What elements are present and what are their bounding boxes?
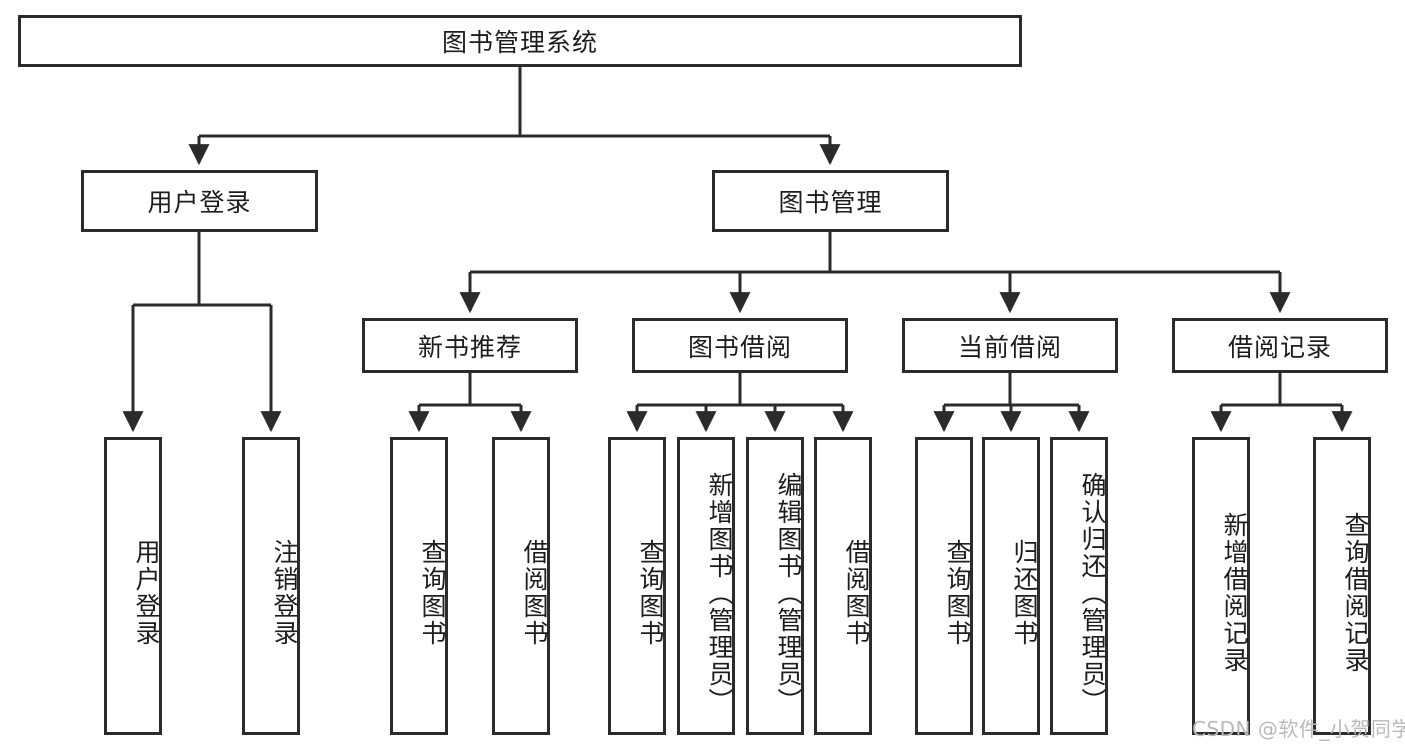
- node-label: 借阅记录: [1227, 332, 1332, 362]
- node-label: 当前借阅: [957, 332, 1062, 362]
- node-label: 注销登录: [270, 539, 299, 647]
- leaf-current-borrow-confirm-return-admin[interactable]: 确认归还（管理员）: [1050, 437, 1108, 735]
- node-label: 借阅图书: [842, 539, 871, 647]
- leaf-book-borrow-add-book-admin[interactable]: 新增图书（管理员）: [677, 437, 735, 735]
- node-borrow-record[interactable]: 借阅记录: [1172, 318, 1388, 373]
- node-label: 查询图书: [943, 539, 972, 647]
- node-label: 新增借阅记录: [1220, 512, 1249, 674]
- node-book-management[interactable]: 图书管理: [712, 170, 949, 232]
- leaf-current-borrow-return-book[interactable]: 归还图书: [982, 437, 1040, 735]
- leaf-book-borrow-borrow-book[interactable]: 借阅图书: [814, 437, 872, 735]
- leaf-book-borrow-query-book[interactable]: 查询图书: [608, 437, 666, 735]
- leaf-user-login-logout[interactable]: 注销登录: [242, 437, 300, 735]
- node-user-login[interactable]: 用户登录: [81, 170, 318, 232]
- node-label: 图书管理: [778, 188, 883, 217]
- leaf-borrow-record-add-record[interactable]: 新增借阅记录: [1192, 437, 1250, 735]
- node-label: 编辑图书（管理员）: [774, 471, 803, 715]
- node-label: 确认归还（管理员）: [1078, 471, 1107, 715]
- node-label: 借阅图书: [520, 539, 549, 647]
- node-label: 新增图书（管理员）: [705, 471, 734, 715]
- leaf-user-login-login[interactable]: 用户登录: [104, 437, 162, 735]
- node-root-book-management-system[interactable]: 图书管理系统: [18, 15, 1022, 67]
- node-current-borrow[interactable]: 当前借阅: [902, 318, 1118, 373]
- node-book-borrow[interactable]: 图书借阅: [632, 318, 848, 373]
- leaf-borrow-record-query-record[interactable]: 查询借阅记录: [1313, 437, 1371, 735]
- node-label: 查询借阅记录: [1341, 512, 1370, 674]
- node-label: 新书推荐: [417, 332, 522, 362]
- node-label: 查询图书: [636, 539, 665, 647]
- leaf-current-borrow-query-book[interactable]: 查询图书: [915, 437, 973, 735]
- node-new-book-recommend[interactable]: 新书推荐: [362, 318, 578, 373]
- watermark-text: CSDN @软件_小贺同学: [1192, 717, 1405, 741]
- leaf-new-book-query-book[interactable]: 查询图书: [390, 437, 448, 735]
- node-label: 图书借阅: [687, 332, 792, 362]
- node-label: 查询图书: [418, 539, 447, 647]
- leaf-book-borrow-edit-book-admin[interactable]: 编辑图书（管理员）: [746, 437, 804, 735]
- node-label: 用户登录: [132, 539, 161, 647]
- node-label: 归还图书: [1010, 539, 1039, 647]
- node-label: 图书管理系统: [441, 28, 598, 57]
- leaf-new-book-borrow-book[interactable]: 借阅图书: [492, 437, 550, 735]
- node-label: 用户登录: [147, 188, 252, 217]
